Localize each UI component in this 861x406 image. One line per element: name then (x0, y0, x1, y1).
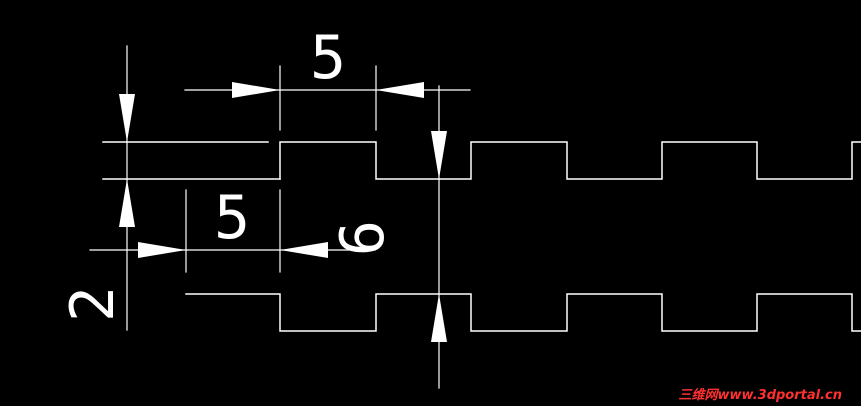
dimension-value-lower: 5 (214, 183, 250, 253)
arrowhead-vertical-left-top (119, 94, 135, 142)
dimension-vertical-right: 6 (328, 85, 447, 389)
arrowhead-lower-left (138, 242, 186, 258)
arrowhead-lower-right (280, 242, 328, 258)
dimension-lower-width: 5 (89, 183, 376, 273)
arrowhead-top-right (376, 82, 424, 98)
upper-square-wave-main (279, 141, 861, 180)
watermark-text: 三维网www.3dportal.cn (679, 387, 842, 403)
arrowhead-vertical-right-top (431, 131, 447, 179)
lower-square-wave (185, 293, 861, 332)
arrowhead-top-left (232, 82, 280, 98)
dimension-value-top: 5 (310, 23, 346, 93)
arrowhead-vertical-left-bottom (119, 179, 135, 227)
dimension-vertical-left: 2 (58, 45, 135, 331)
dimension-value-vertical-right: 6 (328, 220, 398, 256)
arrowhead-vertical-right-bottom (431, 294, 447, 342)
dimension-value-vertical-left: 2 (58, 286, 128, 322)
dimension-top-width: 5 (184, 23, 471, 131)
